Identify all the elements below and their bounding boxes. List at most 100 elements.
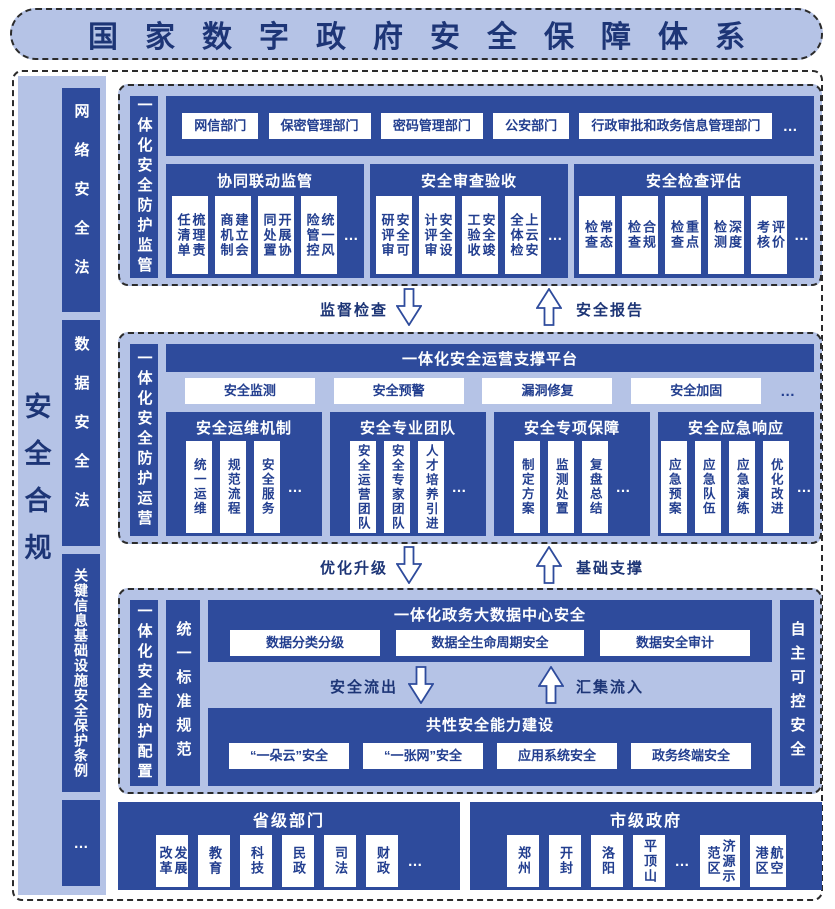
department-box: 密码管理部门	[380, 113, 483, 139]
provincial-item: 财政	[365, 835, 398, 887]
datacenter-item: 数据全生命周期安全	[396, 630, 584, 656]
operation-item: 安全运营团队	[349, 441, 376, 533]
item-label: 建立会商机制	[218, 212, 249, 258]
provincial-item: 发展改革	[155, 835, 188, 887]
group-title: 安全检查评估	[645, 173, 742, 190]
item-label: 济源示范区	[705, 838, 736, 884]
group-title: 安全应急响应	[687, 420, 784, 437]
item-label: 深度检测	[712, 220, 742, 250]
up-arrow-icon	[535, 545, 563, 589]
datacenter-item: 数据分类分级	[230, 630, 380, 656]
unified-standards-label: 统一标准规范	[174, 621, 192, 765]
supervision-item: 建立会商机制	[214, 196, 251, 274]
compliance-label: 安全合规	[20, 391, 51, 580]
departments-bar: 网信部门 保密管理部门 密码管理部门 公安部门 行政审批和政务信息管理部门 …	[166, 96, 814, 156]
item-label: 财政	[374, 846, 390, 876]
ellipsis: …	[451, 478, 467, 496]
municipal-item: 航空港区	[749, 835, 786, 887]
item-label: 应急预案	[666, 458, 681, 516]
ellipsis: …	[782, 117, 798, 135]
common-item: 政务终端安全	[631, 743, 751, 769]
provincial-title: 省级部门	[252, 813, 325, 830]
item-label: 复盘总结	[587, 458, 602, 516]
autonomous-security-bar: 自主可控安全	[780, 600, 814, 786]
configuration-title: 一体化安全防护配置	[135, 603, 153, 783]
group-title: 安全专业团队	[359, 420, 456, 437]
up-arrow-icon	[535, 287, 563, 331]
item-label: 监测处置	[553, 458, 568, 516]
common-item: “一朵云”安全	[229, 743, 349, 769]
banner: 国家数字政府安全保障体系	[10, 8, 823, 60]
group-title: 安全专项保障	[523, 420, 620, 437]
item-label: 民政	[290, 846, 306, 876]
group-items: 安全运营团队 安全专家团队 人才培养引进 …	[330, 439, 486, 535]
operation-item: 安全专家团队	[383, 441, 410, 533]
provincial-item: 教育	[197, 835, 230, 887]
compliance-label-wrap: 安全合规	[18, 76, 54, 895]
ellipsis: …	[287, 478, 303, 496]
ellipsis: …	[615, 478, 631, 496]
supervision-item: 安全设计评审	[418, 196, 455, 274]
item-label: 开展协同处置	[261, 212, 292, 258]
item-label: 开封	[557, 846, 573, 876]
item-label: 安全竣工验收	[465, 212, 496, 258]
platform-item: 安全预警	[333, 378, 464, 404]
group-items: 应急预案 应急队伍 应急演练 优化改进 …	[658, 439, 814, 535]
department-label: 网信部门	[194, 117, 247, 133]
group-security-review: 安全审查验收 安全可研评审 安全设计评审 安全竣工验收 上云安全体检 …	[370, 164, 568, 278]
municipal-block: 市级政府 郑州 开封 洛阳 平顶山 … 济源示范区 航空港区	[470, 802, 822, 890]
group-items: 制定方案 监测处置 复盘总结 …	[494, 439, 650, 535]
platform-item: 安全监测	[184, 378, 315, 404]
datacenter-items: 数据分类分级 数据全生命周期安全 数据安全审计	[208, 630, 772, 656]
item-label: 安全服务	[259, 458, 274, 516]
supervision-section: 一体化安全防护监管 网信部门 保密管理部门 密码管理部门 公安部门 行政审批和政…	[118, 84, 822, 286]
department-label: 保密管理部门	[280, 117, 359, 133]
item-label: 上云安全体检	[508, 212, 539, 258]
item-label: 平顶山	[641, 838, 657, 884]
municipal-item: 济源示范区	[699, 835, 740, 887]
item-label: 安全设计评审	[422, 212, 453, 258]
unified-standards-bar: 统一标准规范	[166, 600, 200, 786]
ellipsis: …	[796, 478, 812, 496]
group-ops-mechanism: 安全运维机制 统一运维 规范流程 安全服务 …	[166, 412, 322, 536]
platform-item: 安全加固	[631, 378, 762, 404]
item-label: 安全监测	[223, 382, 276, 398]
operation-item: 应急预案	[660, 441, 687, 533]
operation-groups-row: 安全运维机制 统一运维 规范流程 安全服务 … 安全专业团队 安全运营团队 安全…	[166, 412, 814, 536]
law-label: 关键信息基础设施安全保护条例	[73, 568, 89, 778]
law-box-more: …	[62, 800, 100, 886]
department-box: 行政审批和政务信息管理部门	[579, 113, 773, 139]
group-special-assurance: 安全专项保障 制定方案 监测处置 复盘总结 …	[494, 412, 650, 536]
item-label: “一张网”安全	[383, 747, 462, 763]
group-title: 安全审查验收	[420, 173, 517, 190]
operation-item: 制定方案	[513, 441, 540, 533]
platform-items-row: 安全监测 安全预警 漏洞修复 安全加固 …	[166, 378, 814, 404]
operation-item: 规范流程	[219, 441, 246, 533]
law-label: 网络安全法	[72, 102, 90, 298]
item-label: 数据安全审计	[635, 634, 714, 650]
department-label: 公安部门	[505, 117, 558, 133]
group-title: 协同联动监管	[216, 173, 313, 190]
operation-item: 人才培养引进	[417, 441, 444, 533]
item-label: 教育	[206, 846, 222, 876]
datacenter-title: 一体化政务大数据中心安全	[393, 607, 586, 624]
municipal-items: 郑州 开封 洛阳 平顶山 … 济源示范区 航空港区	[470, 835, 822, 887]
configuration-section: 一体化安全防护配置 统一标准规范 自主可控安全 一体化政务大数据中心安全 数据分…	[118, 588, 822, 794]
down-arrow-icon	[395, 546, 423, 589]
group-items: 常态检查 合规检查 重点检查 深度检测 评价考核 …	[574, 193, 814, 277]
municipal-item: 平顶山	[632, 835, 665, 887]
law-box-cii-regulation: 关键信息基础设施安全保护条例	[62, 554, 100, 792]
supervision-item: 上云安全体检	[504, 196, 541, 274]
item-label: 规范流程	[225, 458, 240, 516]
ellipsis: …	[407, 852, 423, 870]
supervision-item: 常态检查	[579, 196, 615, 274]
datacenter-item: 数据安全审计	[600, 630, 750, 656]
flow2-up-label: 基础支撑	[576, 560, 645, 577]
department-label: 行政审批和政务信息管理部门	[591, 117, 761, 133]
supervision-groups-row: 协同联动监管 梳理责任清单 建立会商机制 开展协同处置 统一风险管控 … 安全审…	[166, 164, 814, 278]
supervision-title: 一体化安全防护监管	[135, 97, 153, 277]
supervision-item: 深度检测	[708, 196, 744, 274]
operation-item: 应急演练	[728, 441, 755, 533]
item-label: 科技	[248, 846, 264, 876]
configuration-title-strip: 一体化安全防护配置	[130, 600, 158, 786]
